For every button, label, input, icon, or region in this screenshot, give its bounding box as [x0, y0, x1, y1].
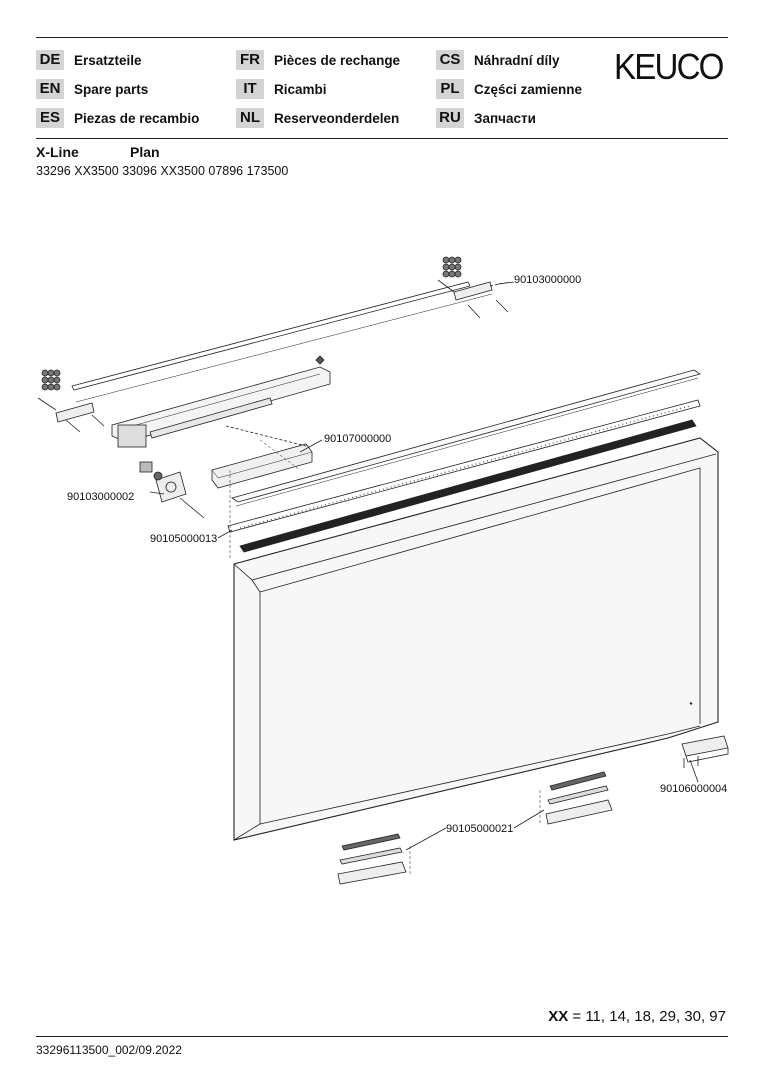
lang-code: IT [236, 79, 264, 99]
lang-code: ES [36, 108, 64, 128]
model-name-plan: Plan [130, 144, 160, 160]
color-code-note: XX = 11, 14, 18, 29, 30, 97 [548, 1008, 726, 1025]
lang-row-cs: CS Náhradní díly [436, 50, 560, 70]
lang-row-nl: NL Reserveonderdelen [236, 108, 399, 128]
lang-code: FR [236, 50, 264, 70]
lang-label: Piezas de recambio [74, 110, 200, 126]
lang-code: PL [436, 79, 464, 99]
footer-rule [36, 1036, 728, 1037]
lang-label: Pièces de rechange [274, 52, 401, 68]
lang-label: Запчасти [474, 110, 536, 126]
header-bottom-rule [36, 138, 728, 139]
xx-label: XX [548, 1008, 569, 1025]
lang-row-de: DE Ersatzteile [36, 50, 142, 70]
lang-label: Spare parts [74, 81, 149, 97]
lang-row-es: ES Piezas de recambio [36, 108, 199, 128]
lang-code: CS [436, 50, 464, 70]
document-id: 33296113500_002/09.2022 [36, 1043, 182, 1057]
lang-label: Ricambi [274, 81, 327, 97]
article-codes: 33296 XX3500 33096 XX3500 07896 173500 [36, 164, 289, 178]
lang-label: Części zamienne [474, 81, 583, 97]
part-number-90106000004: 90106000004 [660, 783, 727, 795]
lang-row-fr: FR Pièces de rechange [236, 50, 400, 70]
part-number-90103000002: 90103000002 [67, 491, 134, 503]
lang-row-it: IT Ricambi [236, 79, 327, 99]
part-number-90107000000: 90107000000 [324, 433, 391, 445]
lang-label: Náhradní díly [474, 52, 560, 68]
lang-code: DE [36, 50, 64, 70]
lang-code: EN [36, 79, 64, 99]
brand-logo: KEUCO [614, 46, 724, 87]
lang-label: Reserveonderdelen [274, 110, 400, 126]
lang-label: Ersatzteile [74, 52, 142, 68]
lang-row-en: EN Spare parts [36, 79, 148, 99]
lang-row-ru: RU Запчасти [436, 108, 536, 128]
model-name-xline: X-Line [36, 144, 79, 160]
part-number-90105000013: 90105000013 [150, 533, 217, 545]
lang-code: RU [436, 108, 464, 128]
part-number-90105000021: 90105000021 [446, 823, 513, 835]
header-top-rule [36, 37, 728, 38]
part-number-90103000000: 90103000000 [514, 274, 581, 286]
xx-values: = 11, 14, 18, 29, 30, 97 [572, 1008, 726, 1025]
lang-row-pl: PL Części zamienne [436, 79, 582, 99]
lang-code: NL [236, 108, 264, 128]
